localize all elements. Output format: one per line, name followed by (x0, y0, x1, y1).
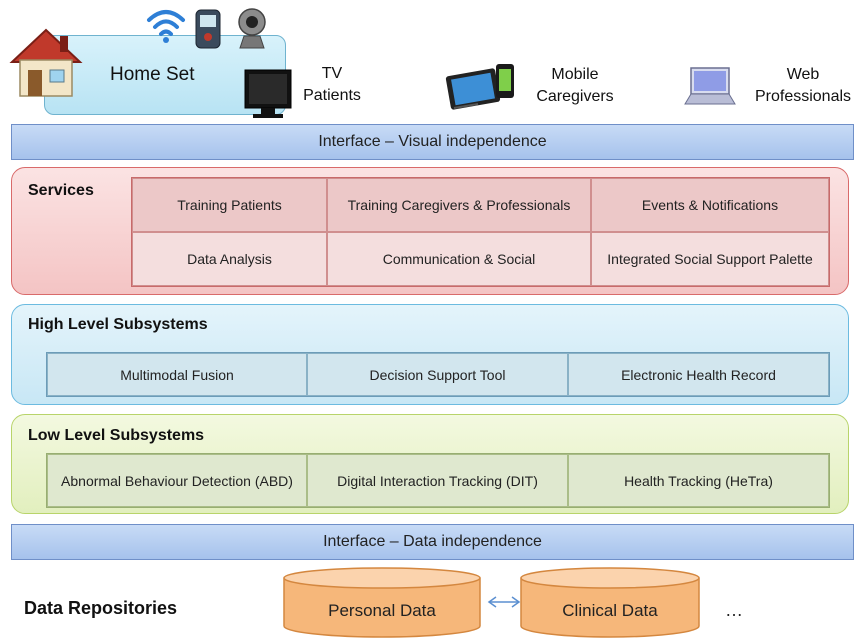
mobile-label: Mobile (551, 66, 599, 83)
clinical-data-label: Clinical Data (562, 601, 658, 620)
laptop-icon (684, 67, 736, 105)
more-repositories-ellipsis: … (725, 600, 743, 620)
clinical-data-cylinder (520, 567, 700, 638)
low-level-title: Low Level Subsystems (28, 427, 205, 444)
abnormal-behaviour-detection: Abnormal Behaviour Detection (ABD) (47, 454, 307, 507)
multimodal-fusion: Multimodal Fusion (47, 353, 307, 396)
service-data-analysis: Data Analysis (132, 232, 327, 286)
personal-data-label: Personal Data (328, 601, 436, 620)
house-icon (9, 28, 83, 97)
services-grid: Training Patients Training Caregivers & … (131, 177, 830, 287)
visual-interface-bar: Interface – Visual independence (11, 124, 854, 160)
data-repositories-label: Data Repositories (24, 598, 178, 618)
service-training-caregivers: Training Caregivers & Professionals (327, 178, 591, 232)
wifi-icon (147, 10, 185, 43)
service-social-support-palette: Integrated Social Support Palette (591, 232, 829, 286)
webcam-icon (238, 8, 266, 49)
patients-label: Patients (303, 87, 361, 104)
services-title: Services (28, 182, 94, 199)
glucose-meter-icon (195, 9, 221, 49)
digital-interaction-tracking: Digital Interaction Tracking (DIT) (307, 454, 568, 507)
caregivers-label: Caregivers (536, 88, 614, 105)
personal-data-cylinder (283, 567, 481, 638)
data-interface-label: Interface – Data independence (323, 533, 542, 550)
visual-interface-label: Interface – Visual independence (318, 133, 547, 150)
tv-label: TV (321, 65, 343, 82)
high-level-grid: Multimodal Fusion Decision Support Tool … (46, 352, 830, 397)
tv-patients-label: TV Patients (297, 63, 367, 107)
low-level-grid: Abnormal Behaviour Detection (ABD) Digit… (46, 453, 830, 508)
tv-icon (244, 69, 292, 118)
electronic-health-record: Electronic Health Record (568, 353, 829, 396)
service-communication-social: Communication & Social (327, 232, 591, 286)
web-label: Web (786, 66, 820, 83)
data-interface-bar: Interface – Data independence (11, 524, 854, 560)
home-set-label: Home Set (110, 64, 195, 85)
health-tracking: Health Tracking (HeTra) (568, 454, 829, 507)
mobile-caregivers-label: Mobile Caregivers (523, 64, 627, 108)
web-professionals-label: Web Professionals (742, 64, 863, 108)
tablet-phone-icon (445, 64, 514, 110)
bidirectional-arrow-icon (487, 596, 521, 608)
professionals-label: Professionals (754, 88, 852, 105)
service-training-patients: Training Patients (132, 178, 327, 232)
decision-support-tool: Decision Support Tool (307, 353, 568, 396)
high-level-title: High Level Subsystems (28, 316, 208, 333)
service-events-notifications: Events & Notifications (591, 178, 829, 232)
